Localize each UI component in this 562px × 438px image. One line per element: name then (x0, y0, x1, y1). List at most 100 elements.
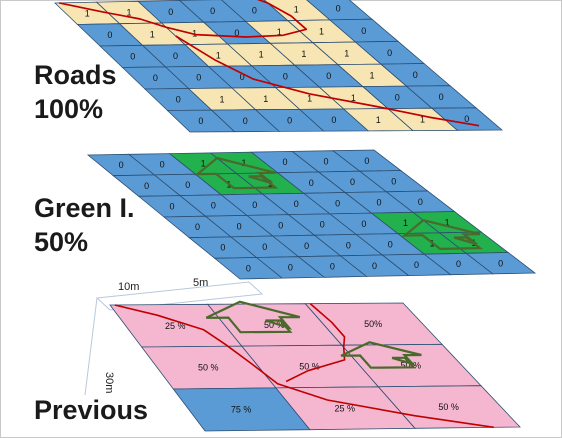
roads-cell-value: 0 (153, 73, 158, 83)
green-cell-value: 0 (323, 157, 328, 167)
roads-cell-value: 0 (326, 71, 331, 81)
roads-cell-value: 0 (243, 116, 248, 126)
green-cell-value: 0 (456, 259, 461, 269)
roads-cell-value: 1 (301, 49, 306, 59)
green-cell-value: 0 (262, 242, 267, 252)
roads-cell-value: 0 (395, 93, 400, 103)
green-cell (465, 252, 537, 275)
roads-cell-value: 1 (85, 9, 90, 19)
roads-cell-value: 0 (464, 114, 469, 124)
green-cell-value: 0 (294, 199, 299, 209)
green-cell-value: 0 (160, 159, 165, 169)
green-cell-value: 0 (350, 177, 355, 187)
green-cell-value: 1 (201, 159, 206, 169)
roads-cell-value: 0 (387, 48, 392, 58)
green-cell-value: 0 (278, 221, 283, 231)
green-cell-value: 0 (376, 198, 381, 208)
park-icon (340, 341, 422, 369)
green-label-weight: 50% (34, 227, 89, 257)
previous-cell-value: 25 % (335, 403, 356, 413)
roads-cell-value: 1 (344, 49, 349, 59)
roads-cell-value: 0 (252, 5, 257, 15)
roads-cell-value: 0 (234, 28, 239, 38)
roads-layer-label: Roads 100% (34, 58, 117, 126)
green-cell-value: 0 (414, 260, 419, 270)
green-cell-value: 0 (498, 258, 503, 268)
green-cell-value: 0 (320, 220, 325, 230)
green-cell-value: 1 (445, 217, 450, 227)
green-cell-value: 0 (346, 240, 351, 250)
roads-cell-value: 0 (240, 72, 245, 82)
green-cell-value: 0 (252, 200, 257, 210)
park-icon (205, 300, 301, 334)
roads-cell-value: 1 (263, 94, 268, 104)
roads-cell-value: 1 (277, 27, 282, 37)
roads-cell-value: 0 (196, 73, 201, 83)
roads-cell-value: 0 (107, 30, 112, 40)
roads-cell-value: 1 (126, 8, 131, 18)
roads-cell-value: 1 (420, 115, 425, 125)
green-cell-value: 0 (309, 178, 314, 188)
roads-cell-value: 0 (413, 70, 418, 80)
roads-road-line-north (59, 0, 308, 38)
green-cell-value: 0 (144, 181, 149, 191)
roads-label-weight: 100% (34, 94, 104, 124)
scale-annotations: 10m 5m 30m (84, 277, 264, 396)
green-cell-value: 0 (119, 160, 124, 170)
green-cell-value: 1 (403, 218, 408, 228)
green-label-name: Green I. (34, 193, 135, 223)
park-icon (194, 156, 279, 190)
park-icon (401, 219, 484, 251)
roads-cell-value: 0 (210, 6, 215, 16)
previous-cell-value: 50 % (438, 402, 459, 412)
green-cell-value: 0 (220, 243, 225, 253)
previous-cell-value: 50 % (299, 362, 320, 372)
scale-label-30m: 30m (103, 372, 115, 393)
green-cell-value: 0 (304, 241, 309, 251)
green-cell-value: 0 (372, 261, 377, 271)
green-layer-label: Green I. 50% (34, 191, 135, 259)
green-cell-value: 0 (388, 240, 393, 250)
green-cell-value: 0 (288, 263, 293, 273)
green-cell-value: 0 (282, 157, 287, 167)
roads-cell-value: 0 (439, 92, 444, 102)
roads-cell-value: 0 (176, 95, 181, 105)
roads-cell-value: 0 (287, 116, 292, 126)
roads-cell-value: 1 (259, 50, 264, 60)
green-cell-value: 0 (185, 180, 190, 190)
green-cell-value: 0 (335, 198, 340, 208)
green-cell-value: 0 (169, 201, 174, 211)
roads-cell-value: 1 (150, 29, 155, 39)
green-cell-value: 0 (195, 222, 200, 232)
previous-road-line-main (114, 304, 494, 429)
green-cell-value: 0 (391, 176, 396, 186)
previous-cell-value: 50 % (198, 363, 219, 373)
previous-cell-value: 25 % (165, 321, 186, 331)
roads-cell-value: 0 (198, 116, 203, 126)
roads-cell-value: 1 (294, 4, 299, 14)
previous-label-name: Previous (34, 395, 149, 425)
previous-cell (377, 385, 521, 429)
previous-cell-value: 50 % (264, 320, 285, 330)
roads-cell-value: 1 (307, 93, 312, 103)
roads-cell-value: 0 (173, 51, 178, 61)
roads-cell-value: 0 (283, 72, 288, 82)
roads-label-name: Roads (34, 60, 117, 90)
roads-cell-value: 1 (219, 94, 224, 104)
roads-cell-value: 0 (361, 26, 366, 36)
green-cell-value: 0 (330, 262, 335, 272)
previous-road-line-branch (285, 302, 346, 383)
roads-cell-value: 1 (319, 27, 324, 37)
roads-cell-value: 1 (351, 93, 356, 103)
green-cell-value: 0 (211, 201, 216, 211)
green-cell-value: 0 (364, 156, 369, 166)
roads-cell (430, 107, 504, 131)
green-cell-value: 1 (241, 158, 246, 168)
roads-cell-value: 1 (376, 115, 381, 125)
scale-label-5m: 5m (193, 277, 208, 289)
green-cell-value: 0 (418, 197, 423, 207)
previous-layer: 25 %50 %50%50 %50 %50 %75 %25 %50 % (109, 300, 521, 432)
scale-strip-top (95, 281, 264, 311)
